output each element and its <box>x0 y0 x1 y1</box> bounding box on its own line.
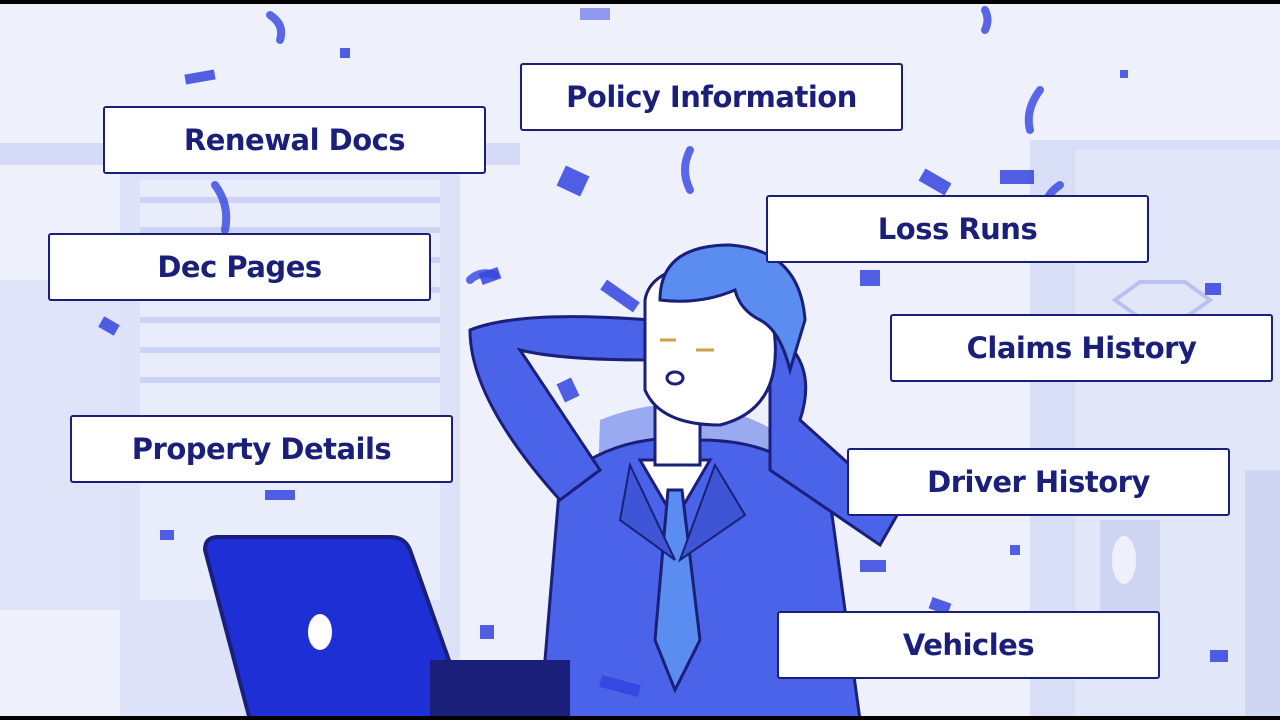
letterbox-top <box>0 0 1280 4</box>
property-details-label: Property Details <box>70 415 453 483</box>
letterbox-bottom <box>0 716 1280 720</box>
claims-history-label: Claims History <box>890 314 1273 382</box>
vehicles-label: Vehicles <box>777 611 1160 679</box>
policy-information-label: Policy Information <box>520 63 903 131</box>
loss-runs-label: Loss Runs <box>766 195 1149 263</box>
driver-history-label: Driver History <box>847 448 1230 516</box>
renewal-docs-label: Renewal Docs <box>103 106 486 174</box>
dec-pages-label: Dec Pages <box>48 233 431 301</box>
